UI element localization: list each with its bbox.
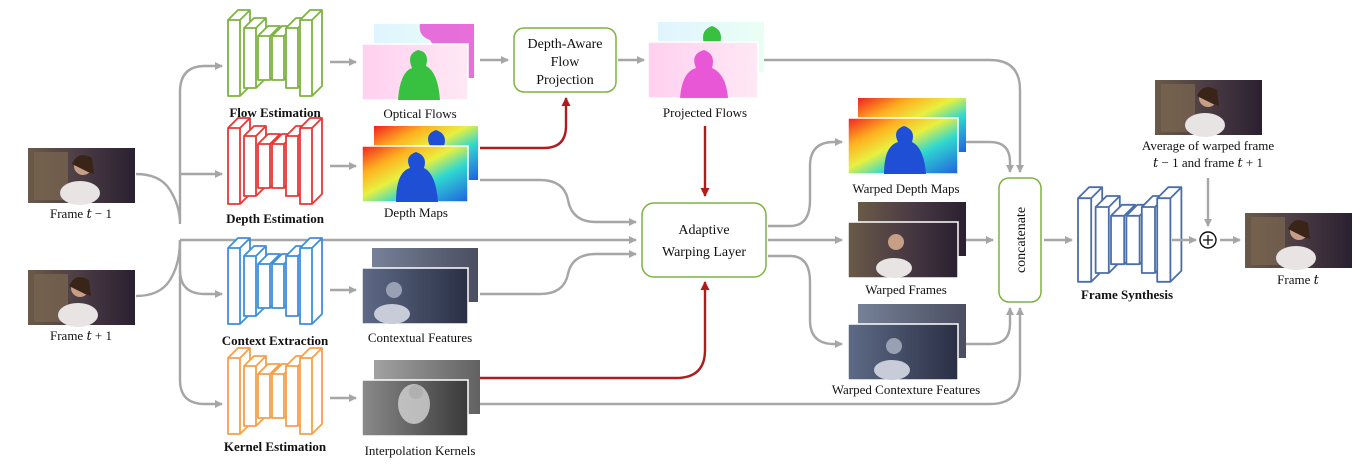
depth-estimation-network — [227, 117, 323, 205]
output-frame-label: Frame 𝑡 — [1277, 272, 1319, 287]
average-label-line-1: Average of warped frame — [1142, 138, 1274, 153]
kernel-estimation-label: Kernel Estimation — [224, 439, 327, 454]
concat-connectors — [480, 58, 1241, 406]
frame-prev-image — [28, 148, 135, 205]
concatenate-box — [998, 177, 1042, 303]
frame-next-label: Frame 𝑡 + 1 — [50, 328, 112, 343]
warped-depth-maps-label: Warped Depth Maps — [852, 181, 959, 196]
projection-line-2: Flow — [551, 55, 581, 70]
interpolation-kernels-image — [361, 360, 480, 437]
average-frame-image — [1155, 80, 1262, 137]
projected-flows-image — [647, 22, 764, 99]
output-frame-image — [1245, 213, 1352, 270]
projection-line-3: Projection — [536, 73, 594, 88]
depth-maps-label: Depth Maps — [384, 205, 448, 220]
cnn-layer — [299, 117, 323, 205]
warped-depth-maps-image — [847, 98, 966, 175]
warped-contexture-features-image — [847, 304, 966, 381]
interpolation-kernels-label: Interpolation Kernels — [365, 443, 476, 458]
cnn-layer — [299, 237, 323, 325]
depth-maps-image — [361, 126, 478, 203]
warped-frames-image — [847, 202, 966, 279]
warped-contexture-features-label: Warped Contexture Features — [832, 382, 980, 397]
warp-output-connectors — [768, 138, 843, 348]
cnn-layer — [299, 347, 323, 435]
module-output-arrows — [330, 58, 357, 402]
contextual-features-image — [361, 248, 478, 325]
frame-synthesis-network — [1077, 186, 1183, 283]
average-label-line-2: 𝑡 − 1 and frame 𝑡 + 1 — [1153, 155, 1263, 170]
context-extraction-network — [227, 237, 323, 325]
contextual-features-label: Contextual Features — [368, 330, 472, 345]
input-connectors — [135, 62, 637, 408]
projection-line-1: Depth-Aware — [528, 37, 603, 52]
kernel-estimation-network — [227, 347, 323, 435]
projection-box — [513, 27, 617, 93]
sum-node — [1199, 231, 1217, 249]
flow-estimation-label: Flow Estimation — [229, 105, 321, 120]
projected-flows-label: Projected Flows — [663, 105, 747, 120]
context-extraction-label: Context Extraction — [222, 333, 329, 348]
concatenate-label: concatenate — [1014, 207, 1029, 273]
flow-estimation-network — [227, 9, 323, 97]
optical-flows-image — [361, 24, 474, 101]
mid-connectors — [480, 56, 710, 380]
frame-synthesis-label: Frame Synthesis — [1081, 287, 1173, 302]
frame-next-image — [28, 270, 135, 327]
warping-layer-box — [641, 202, 767, 278]
frame-prev-label: Frame 𝑡 − 1 — [50, 206, 112, 221]
depth-estimation-label: Depth Estimation — [226, 211, 325, 226]
warped-frames-label: Warped Frames — [865, 282, 947, 297]
optical-flows-label: Optical Flows — [383, 106, 456, 121]
warping-line-1: Adaptive — [678, 223, 729, 238]
warping-line-2: Warping Layer — [662, 245, 746, 260]
cnn-layer — [299, 9, 323, 97]
cnn-layer — [1156, 186, 1183, 283]
